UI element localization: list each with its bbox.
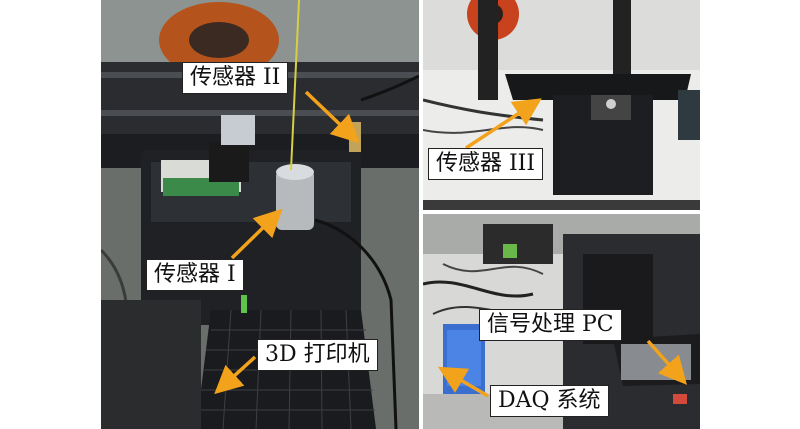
label-sensor3: 传感器 III: [428, 148, 544, 180]
label-pc: 信号处理 PC: [479, 309, 622, 341]
arrow-sensor2: [304, 90, 360, 144]
label-printer: 3D 打印机: [257, 339, 378, 371]
label-sensor1: 传感器 I: [146, 259, 244, 291]
arrow-sensor1: [230, 208, 283, 260]
arrow-sensor3: [465, 98, 542, 150]
arrow-pc: [646, 339, 687, 385]
label-daq: DAQ 系统: [490, 385, 609, 417]
label-sensor2: 传感器 II: [182, 62, 289, 94]
arrow-daq: [437, 366, 489, 398]
arrow-printer: [214, 355, 257, 395]
